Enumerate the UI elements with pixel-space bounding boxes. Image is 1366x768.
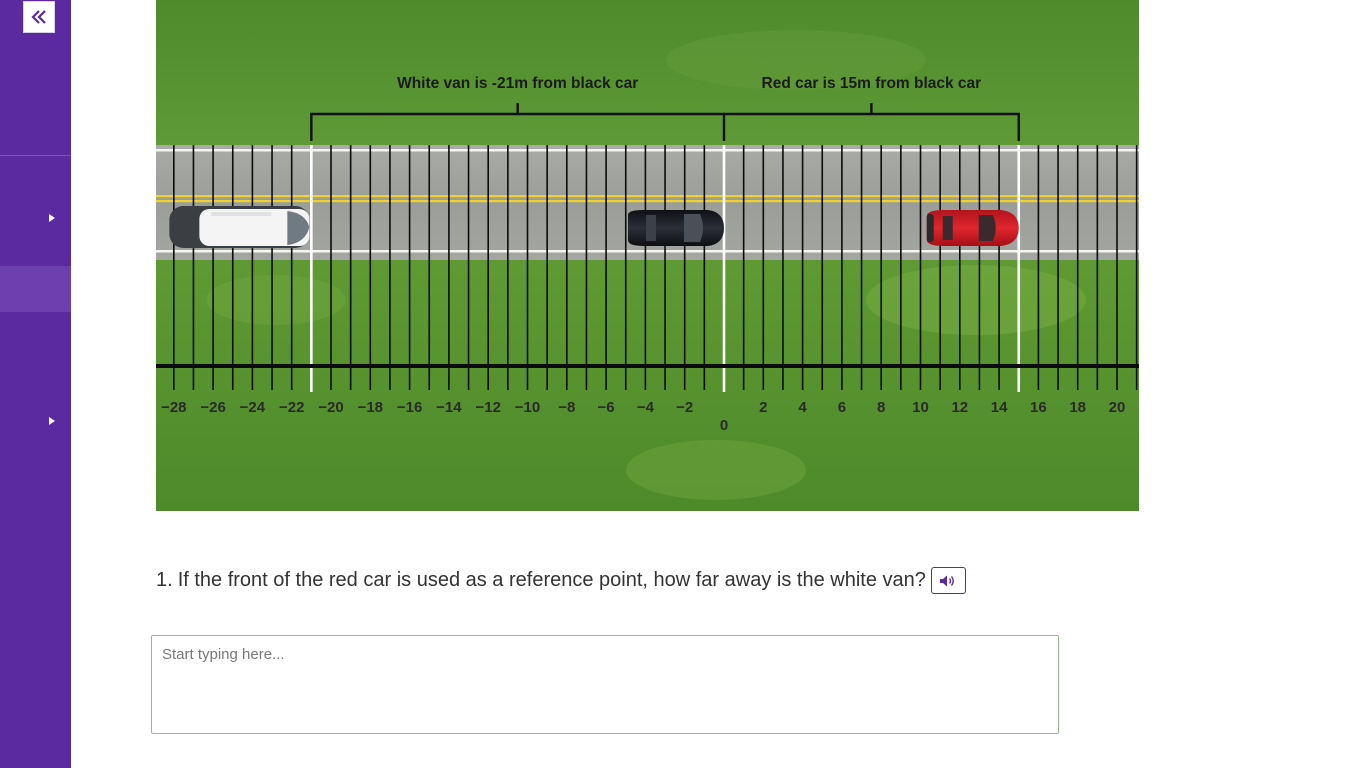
question-number: 1.: [156, 569, 173, 591]
tick-label: −16: [397, 399, 422, 416]
black-car: [628, 210, 724, 246]
distance-bracket: [310, 103, 1020, 141]
white-van: [169, 206, 310, 248]
tick-label: −8: [558, 399, 575, 416]
sidebar-active-item[interactable]: [0, 266, 71, 312]
tick-label: −14: [436, 399, 462, 416]
speaker-icon: [940, 575, 955, 586]
question-text: If the front of the red car is used as a…: [177, 569, 926, 591]
tick-label: 16: [1030, 399, 1047, 416]
read-aloud-button[interactable]: [930, 567, 966, 594]
number-line-axis: [156, 364, 1139, 368]
sidebar-divider: [0, 155, 71, 156]
question: 1. If the front of the red car is used a…: [156, 567, 966, 594]
double-chevron-left-icon: [31, 10, 46, 24]
tick-label: −20: [318, 399, 343, 416]
caret-right-icon: [49, 417, 55, 425]
sidebar-expand-arrow-1[interactable]: [46, 212, 58, 224]
tick-label: 10: [912, 399, 929, 416]
red-car: [926, 210, 1019, 246]
label-white-van-distance: White van is -21m from black car: [397, 75, 638, 92]
tick-label: 4: [798, 399, 807, 416]
answer-input[interactable]: [151, 635, 1059, 734]
tick-label: −12: [475, 399, 500, 416]
tick-label: −2: [676, 399, 693, 416]
collapse-sidebar-button[interactable]: [23, 1, 55, 33]
tick-label: 0: [720, 417, 728, 434]
tick-label: −26: [200, 399, 225, 416]
tick-label: 18: [1069, 399, 1086, 416]
tick-label: 8: [877, 399, 885, 416]
tick-label: −18: [358, 399, 383, 416]
label-red-car-distance: Red car is 15m from black car: [762, 75, 982, 92]
caret-right-icon: [49, 214, 55, 222]
tick-label: 6: [838, 399, 846, 416]
tick-label: −24: [240, 399, 266, 416]
tick-label: 2: [759, 399, 767, 416]
tick-label: −28: [161, 399, 186, 416]
number-line-image: −28−26−24−22−20−18−16−14−12−10−8−6−4−202…: [156, 0, 1139, 511]
tick-label: 20: [1109, 399, 1126, 416]
tick-label: 14: [991, 399, 1008, 416]
sidebar: [0, 0, 71, 768]
tick-label: −6: [598, 399, 615, 416]
tick-label: 12: [951, 399, 968, 416]
tick-label: −22: [279, 399, 304, 416]
tick-label: −10: [515, 399, 540, 416]
sidebar-expand-arrow-2[interactable]: [46, 415, 58, 427]
tick-label: −4: [637, 399, 655, 416]
